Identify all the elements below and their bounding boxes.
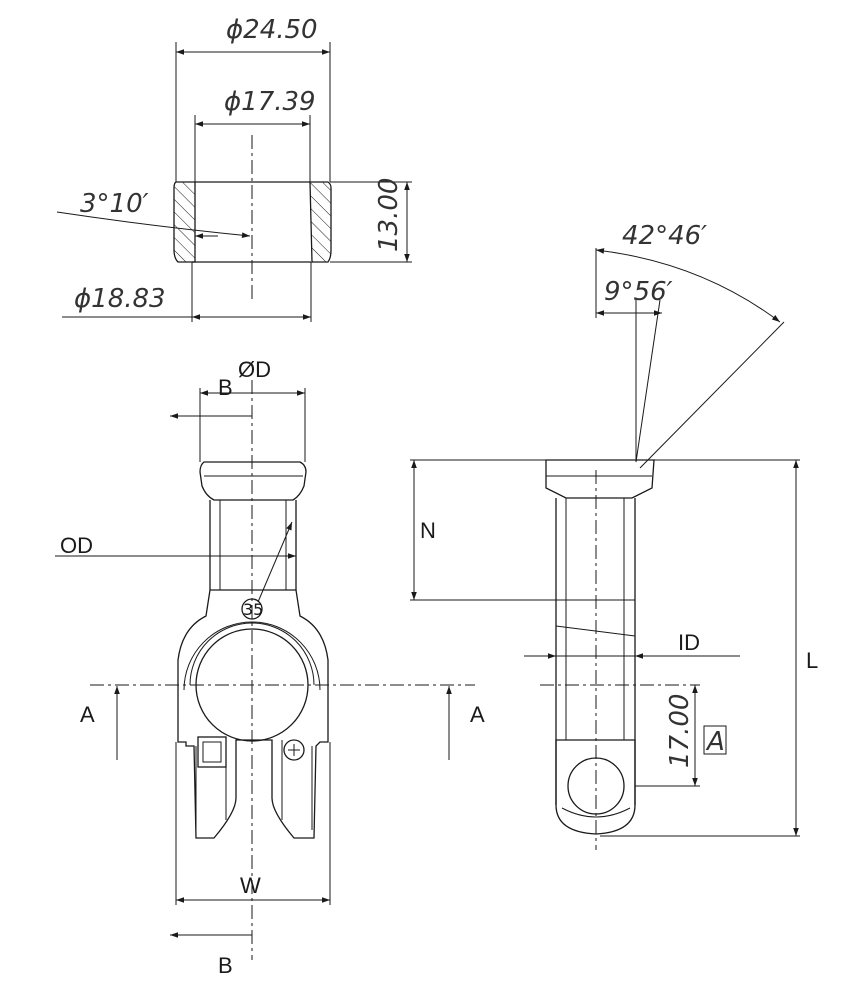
- label-b-bottom: B: [218, 953, 233, 978]
- label-id: ID: [678, 630, 700, 655]
- dim-angle-inner: 9°56′: [604, 277, 673, 307]
- label-od: OD: [60, 533, 93, 558]
- side-view-pin: [410, 248, 800, 850]
- dim-line-taper-angle: [56, 211, 251, 238]
- label-l: L: [806, 648, 818, 673]
- fork-screw: [283, 739, 305, 761]
- ring-section-left: [173, 181, 196, 263]
- marker-35: 35: [243, 600, 263, 619]
- front-view-fork: [55, 380, 475, 960]
- side-view-labels: 42°46′ 9°56′ N ID L 17.00 A: [420, 221, 818, 768]
- label-a-right: A: [470, 702, 485, 727]
- dim-angle-outer: 42°46′: [622, 221, 707, 251]
- dim-taper-angle: 3°10′: [80, 189, 149, 219]
- ring-section-right: [309, 181, 332, 263]
- label-n: N: [420, 518, 436, 543]
- datum-a-box: [703, 725, 727, 755]
- label-od-dia: ØD: [238, 357, 271, 382]
- label-b-top: B: [218, 375, 233, 400]
- front-view-labels: ØD B OD 35 A A W B: [60, 357, 485, 978]
- fork-square-mark: [197, 736, 227, 768]
- dim-bottom-dia: ϕ18.83: [74, 284, 166, 314]
- dim-height: 13.00: [374, 178, 404, 252]
- datum-a: A: [705, 727, 725, 757]
- label-a-left: A: [80, 702, 95, 727]
- dim-outer-dia: ϕ24.50: [226, 15, 318, 45]
- dim-17: 17.00: [665, 694, 695, 768]
- top-view-labels: ϕ24.50 ϕ17.39 3°10′ 13.00 ϕ18.83: [74, 15, 404, 314]
- label-w: W: [240, 873, 261, 898]
- top-view-ring: [56, 42, 412, 322]
- dim-arc-outer: [595, 248, 781, 323]
- dim-inner-dia: ϕ17.39: [224, 87, 316, 117]
